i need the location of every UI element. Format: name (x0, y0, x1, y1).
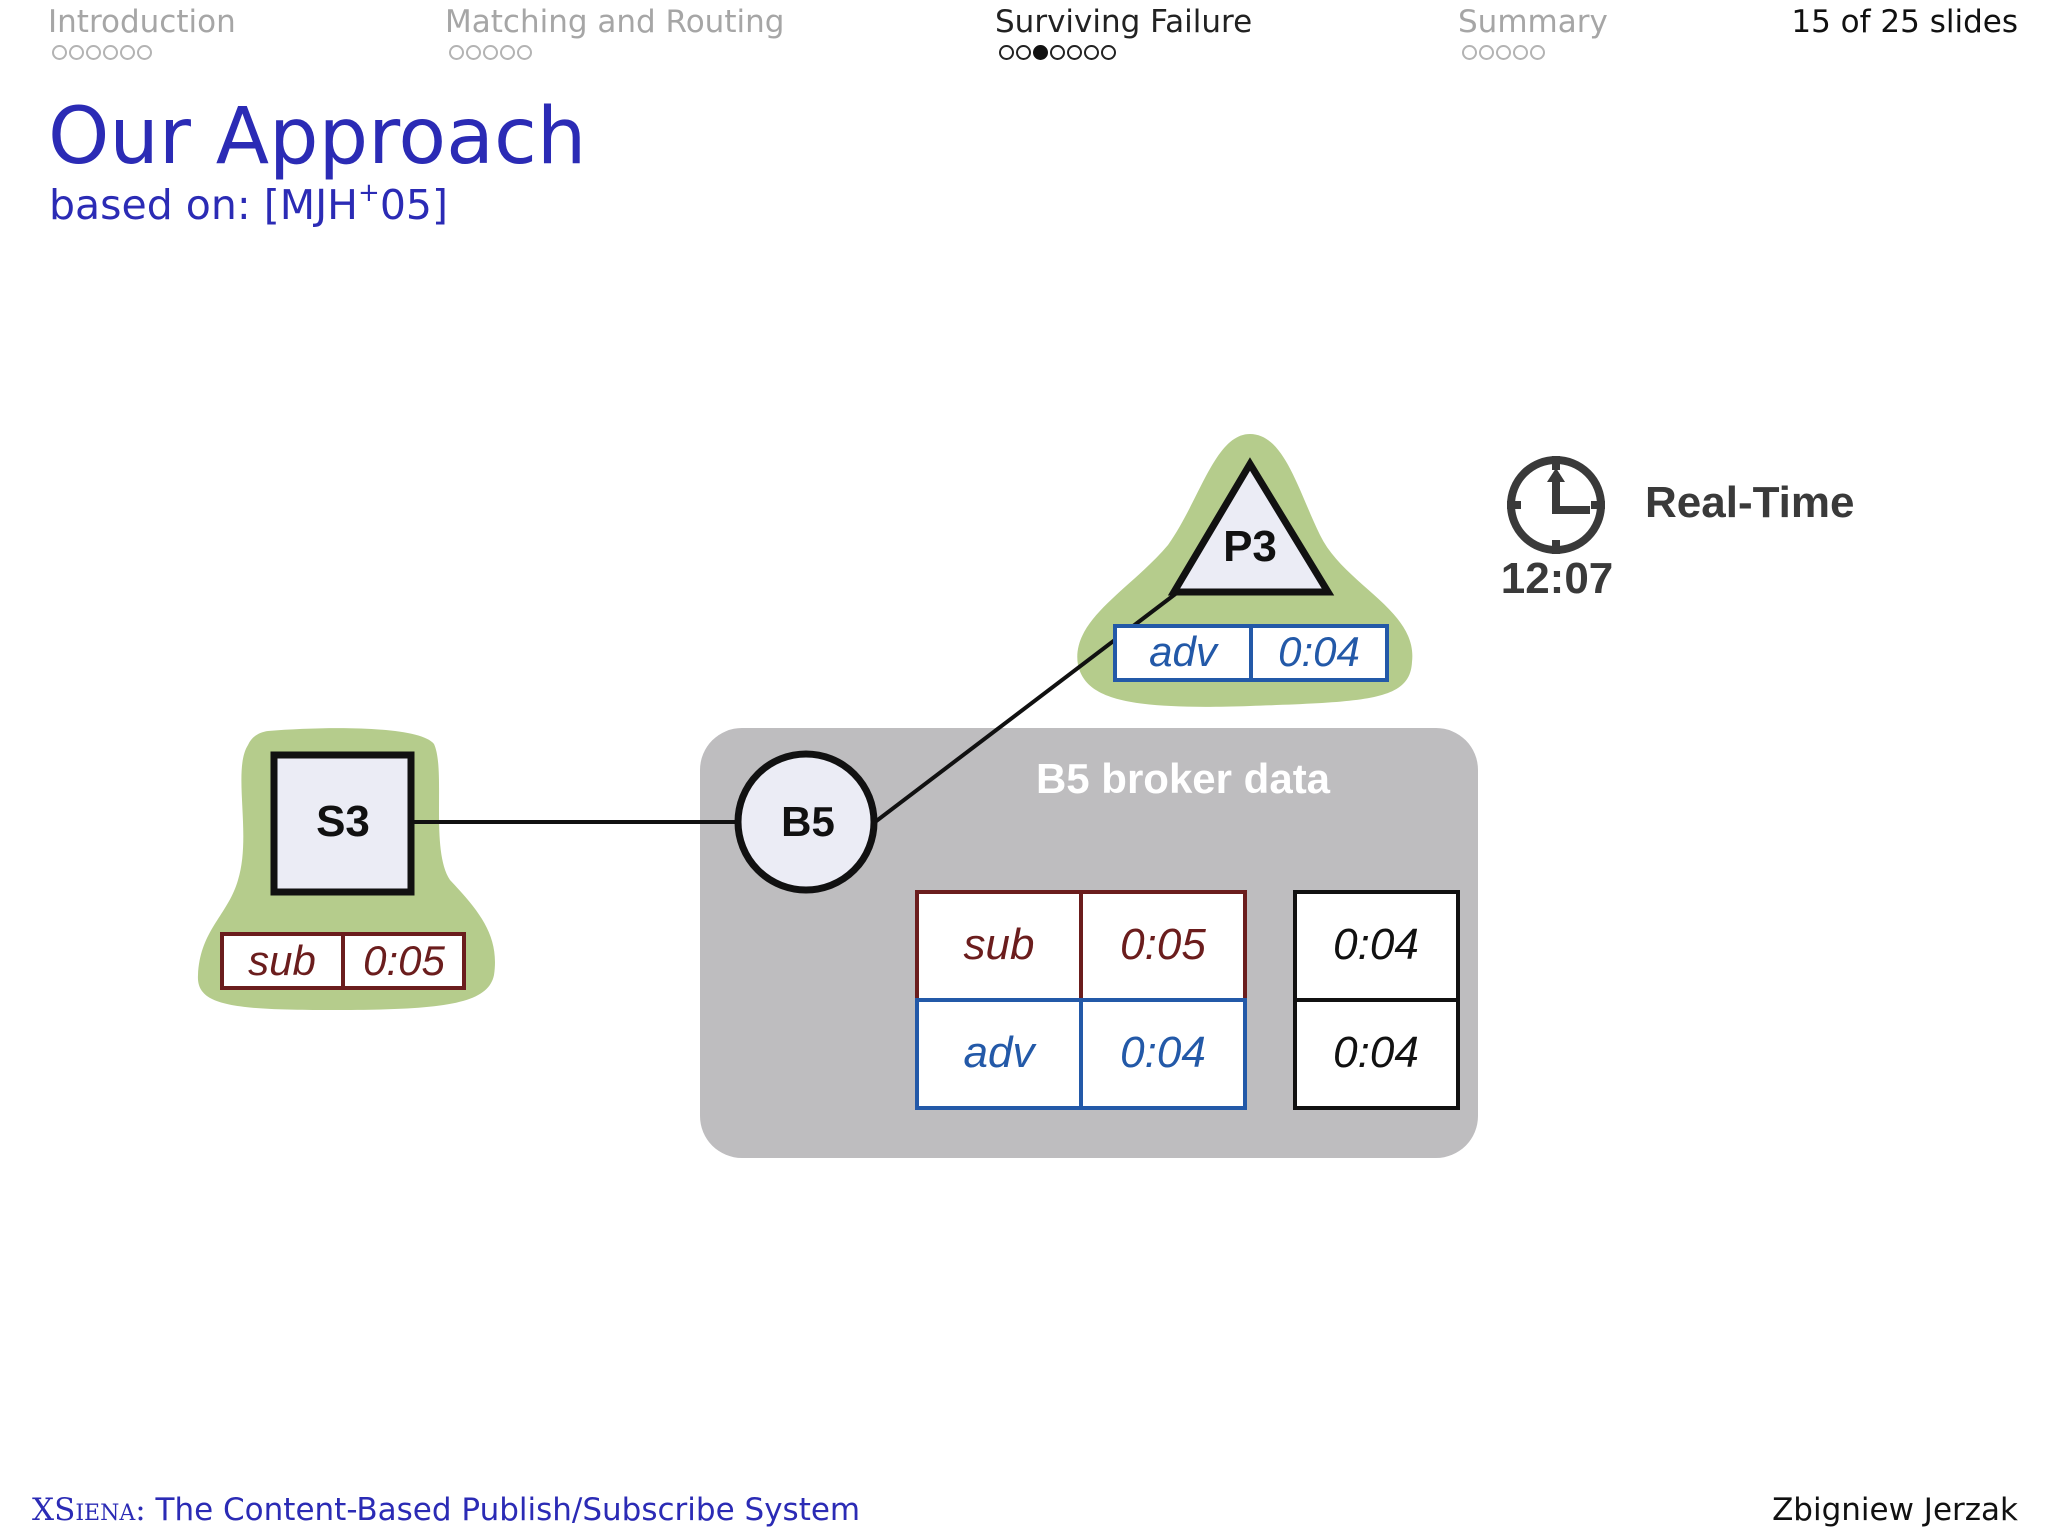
nav-section-summary[interactable]: Summary (1458, 2, 1608, 60)
nav-dots (1458, 45, 1608, 60)
slide-dot[interactable] (517, 45, 532, 60)
nav-section-introduction[interactable]: Introduction (48, 2, 236, 60)
slide-dot[interactable] (449, 45, 464, 60)
clock-icon (1507, 456, 1605, 554)
subscriber-label: S3 (316, 797, 370, 846)
nav-section-title: Surviving Failure (995, 4, 1253, 40)
nav-section-matching-routing[interactable]: Matching and Routing (445, 2, 784, 60)
slide-dot[interactable] (103, 45, 118, 60)
table-row-sub-type: sub (964, 920, 1035, 969)
subscriber-tag: sub (248, 937, 316, 984)
slide-dot[interactable] (1479, 45, 1494, 60)
slide-dot[interactable] (1067, 45, 1082, 60)
subtitle-superscript: + (358, 178, 380, 208)
slide-dot[interactable] (1016, 45, 1031, 60)
slide-dot[interactable] (137, 45, 152, 60)
table-extra-cell-1 (1293, 890, 1460, 1002)
slide-dot[interactable] (1084, 45, 1099, 60)
slide-dot[interactable] (69, 45, 84, 60)
publisher-node-p3[interactable] (1167, 457, 1335, 596)
table-cell-sub-type (915, 890, 1083, 1002)
nav-section-surviving-failure[interactable]: Surviving Failure (995, 2, 1252, 60)
slide-dot[interactable] (52, 45, 67, 60)
slide-dot[interactable] (1050, 45, 1065, 60)
subtitle-suffix: 05] (379, 181, 448, 229)
footer-author: Zbigniew Jerzak (1772, 1492, 2018, 1528)
slide-dot[interactable] (1530, 45, 1545, 60)
publisher-time-box (1249, 624, 1389, 682)
slide-counter: 15 of 25 slides (1791, 4, 2018, 40)
slide-subtitle: based on: [MJH+05] (49, 180, 448, 230)
slide-dot[interactable] (500, 45, 515, 60)
publisher-tag-box (1113, 624, 1253, 682)
broker-routing-table: sub 0:05 adv 0:04 0:04 0:04 (915, 890, 1460, 1110)
publisher-label: P3 (1223, 522, 1277, 571)
footer-brand: XSiena: (32, 1492, 146, 1528)
clock-time: 12:07 (1501, 554, 1614, 603)
subscriber-time-box (341, 932, 466, 990)
brand-prefix: X (32, 1492, 55, 1528)
publisher-tag: adv (1149, 628, 1220, 675)
nav-section-title: Summary (1458, 4, 1608, 40)
table-row-sub-time: 0:05 (1120, 920, 1206, 969)
brand-suffix: : (135, 1492, 146, 1528)
slide-dot[interactable] (1033, 45, 1048, 60)
nav-section-title: Matching and Routing (445, 4, 785, 40)
broker-node-b5[interactable] (734, 750, 878, 894)
slide-title: Our Approach (48, 92, 587, 182)
table-cell-sub-time (1079, 890, 1247, 1002)
table-extra-cell-2 (1293, 998, 1460, 1110)
slide-dot[interactable] (1496, 45, 1511, 60)
broker-data-panel-title: B5 broker data (1036, 755, 1331, 802)
broker-label: B5 (781, 798, 835, 845)
nav-dots (995, 45, 1252, 60)
nav-section-title: Introduction (48, 4, 236, 40)
slide-dot[interactable] (466, 45, 481, 60)
footer-title: The Content-Based Publish/Subscribe Syst… (155, 1492, 861, 1528)
subscriber-node-s3[interactable] (270, 751, 415, 896)
slide-dot[interactable] (999, 45, 1014, 60)
table-extra-value-2: 0:04 (1333, 1028, 1419, 1077)
slide-dot[interactable] (1462, 45, 1477, 60)
slide-dot[interactable] (483, 45, 498, 60)
slide-dot[interactable] (120, 45, 135, 60)
publisher-time: 0:04 (1278, 628, 1360, 675)
table-row-adv-time: 0:04 (1120, 1028, 1206, 1077)
slide-dot[interactable] (86, 45, 101, 60)
slide-dot[interactable] (1101, 45, 1116, 60)
table-row-adv-type: adv (964, 1028, 1038, 1077)
slide-dot[interactable] (1513, 45, 1528, 60)
brand-smallcaps: Siena (54, 1492, 136, 1528)
table-cell-adv-time (1079, 998, 1247, 1110)
real-time-label: Real-Time (1645, 478, 1855, 527)
footer-presentation-title: XSiena: The Content-Based Publish/Subscr… (32, 1490, 860, 1530)
nav-dots (445, 45, 784, 60)
subscriber-time: 0:05 (363, 937, 445, 984)
subtitle-prefix: based on: [MJH (49, 181, 359, 229)
nav-dots (48, 45, 236, 60)
table-extra-value-1: 0:04 (1333, 920, 1419, 969)
